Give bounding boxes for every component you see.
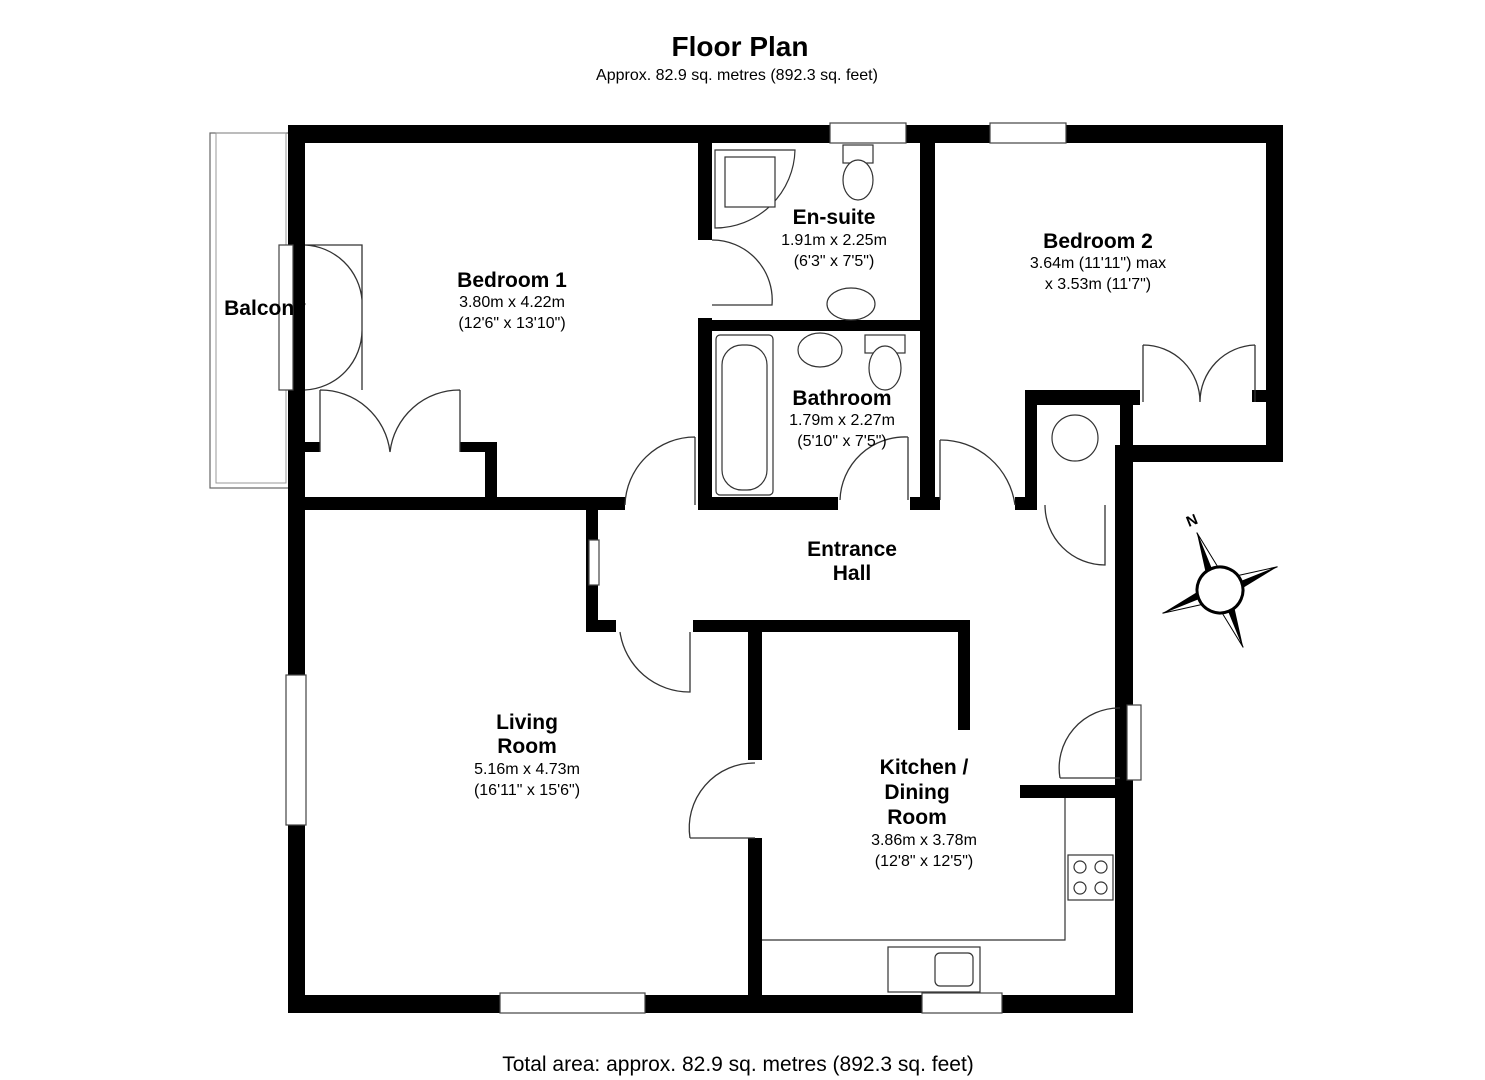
boiler [1051, 414, 1099, 462]
room-dimensions-ft: (6'3" x 7'5") [794, 253, 875, 270]
room-dimensions-m: 5.16m x 4.73m [474, 761, 580, 778]
room-entrance-hall: Entrance Hall [807, 538, 897, 585]
room-dimensions-m: 1.79m x 2.27m [789, 412, 895, 429]
compass-north-label: N [1184, 511, 1200, 531]
room-dimensions-m: 3.80m x 4.22m [459, 294, 565, 311]
room-name: Bathroom [792, 387, 891, 410]
room-living: Living Room 5.16m x 4.73m (16'11" x 15'6… [474, 711, 580, 799]
room-name: En-suite [793, 206, 876, 229]
fixtures [714, 144, 1114, 993]
room-name: Bedroom 2 [1043, 230, 1153, 253]
room-name: Bedroom 1 [457, 269, 567, 292]
room-bedroom2: Bedroom 2 3.64m (11'11") max x 3.53m (11… [1030, 230, 1166, 293]
windows [278, 122, 1142, 1014]
room-name: Room [887, 806, 947, 829]
room-dimensions-ft: (16'11" x 15'6") [474, 782, 580, 799]
room-bedroom1: Bedroom 1 3.80m x 4.22m (12'6" x 13'10") [457, 269, 567, 332]
room-name: Hall [833, 562, 872, 585]
room-dimensions-m: 1.91m x 2.25m [781, 232, 887, 249]
ensuite-basin [826, 287, 876, 321]
room-name: Dining [884, 781, 949, 804]
worktop [762, 798, 1066, 941]
total-area: Total area: approx. 82.9 sq. metres (892… [502, 1053, 974, 1076]
room-bathroom: Bathroom 1.79m x 2.27m (5'10" x 7'5") [789, 387, 895, 450]
balcony-label: Balcony [224, 297, 306, 320]
room-kitchen: Kitchen / Dining Room 3.86m x 3.78m (12'… [871, 756, 977, 870]
plan-title: Floor Plan [672, 31, 809, 62]
room-dimensions-ft: (12'6" x 13'10") [458, 315, 565, 332]
room-name: Entrance [807, 538, 897, 561]
room-dimensions-ft: (12'8" x 12'5") [875, 853, 973, 870]
room-name: Living [496, 711, 558, 734]
room-dimensions-ft: x 3.53m (11'7") [1045, 276, 1151, 293]
room-ensuite: En-suite 1.91m x 2.25m (6'3" x 7'5") [781, 206, 887, 270]
room-dimensions-ft: (5'10" x 7'5") [797, 433, 887, 450]
hob [1067, 854, 1114, 901]
doors [304, 239, 1256, 839]
room-name: Kitchen / [880, 756, 969, 779]
compass-icon: N [1162, 511, 1278, 648]
bathroom-basin [797, 332, 843, 368]
room-dimensions-m: 3.64m (11'11") max [1030, 255, 1166, 272]
plan-subtitle: Approx. 82.9 sq. metres (892.3 sq. feet) [596, 67, 878, 84]
room-name: Room [497, 735, 557, 758]
room-dimensions-m: 3.86m x 3.78m [871, 832, 977, 849]
